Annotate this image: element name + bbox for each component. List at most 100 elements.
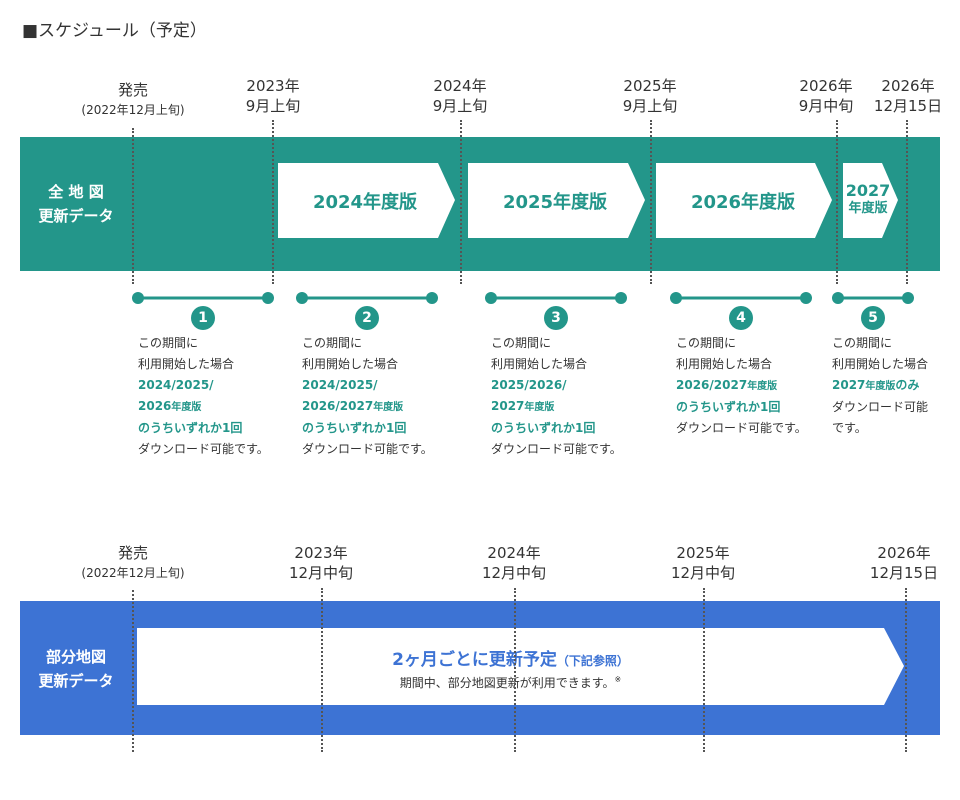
period-text-2: この期間に 利用開始した場合 2024/2025/ 2026/2027年度版 の… [302,333,433,460]
period-highlight: 2026/2027年度版 [676,375,807,397]
version-year: 2027 [845,181,891,200]
period-number-4: 4 [729,306,753,330]
date-line2: 12月15日 [873,97,943,115]
version-suffix: 年度版 [524,402,555,413]
period-highlight: 2024/2025/ [302,378,378,392]
partial-divider-release [132,590,134,752]
version-label-2024: 2024年度版 [312,192,418,213]
partial-map-label: 部分地図 更新データ [20,645,132,693]
partial-update-note: 期間中、部分地図更新が利用できます。※ [137,674,884,691]
period-highlight: 2024/2025/ [138,378,214,392]
version-suffix: 年度版 [747,381,778,392]
partial-update-arrow [137,628,904,705]
full-map-label: 全 地 図 更新データ [20,180,132,228]
date-line2: 9月上旬 [245,97,301,115]
date-line2: 12月中旬 [481,564,547,582]
full-divider-2026-dec [906,120,908,284]
version-suffix: 年度版 [171,402,202,413]
full-date-2026-sep: 2026年 9月中旬 [786,76,866,116]
partial-date-release: 発売 (2022年12月上旬) [68,543,198,583]
version-years: 2027 [491,399,525,413]
full-date-2025: 2025年 9月上旬 [600,76,700,116]
full-date-release: 発売 (2022年12月上旬) [68,80,198,120]
note-text: 期間中、部分地図更新が利用できます。 [399,676,615,690]
version-years: 2027 [832,378,866,392]
period-line: 利用開始した場合 [832,357,929,371]
label-line1: 全 地 図 [48,183,104,201]
period-line: 利用開始した場合 [138,357,235,371]
period-line: 利用開始した場合 [676,357,773,371]
period-text-3: この期間に 利用開始した場合 2025/2026/ 2027年度版 のうちいずれ… [491,333,622,460]
update-reference: （下記参照） [556,654,629,668]
date-line1: 2026年 [881,77,935,95]
full-date-2024: 2024年 9月上旬 [410,76,510,116]
period-text-4: この期間に 利用開始した場合 2026/2027年度版 のうちいずれか1回 ダウ… [676,333,807,439]
partial-date-2025: 2025年 12月中旬 [653,543,753,583]
date-line1: 発売 [117,81,148,99]
date-line1: 2026年 [877,544,931,562]
period-number-3: 3 [544,306,568,330]
period-line: この期間に [302,336,363,350]
period-line: この期間に [676,336,737,350]
partial-date-2023: 2023年 12月中旬 [271,543,371,583]
period-line: 利用開始した場合 [491,357,588,371]
version-label-2027: 2027 年度版 [840,182,896,218]
period-highlight: のうちいずれか1回 [491,421,596,435]
date-line1: 2026年 [799,77,853,95]
period-highlight: のうちいずれか1回 [138,421,243,435]
note-mark: ※ [614,675,622,684]
period-line: ダウンロード可能です。 [491,442,622,456]
period-line: ダウンロード可能です。 [676,421,807,435]
version-only: のみ [895,378,920,392]
version-label-2026: 2026年度版 [690,192,796,213]
update-frequency: 2ヶ月ごとに更新予定 [392,650,557,670]
period-bar-4-end [800,292,812,304]
partial-divider-2025 [703,588,705,752]
period-bar-5-start [832,292,844,304]
period-highlight: のうちいずれか1回 [676,400,781,414]
date-line2: 12月中旬 [670,564,736,582]
period-bar-3-end [615,292,627,304]
period-line: この期間に [491,336,552,350]
period-line: 利用開始した場合 [302,357,399,371]
version-arrow-2025 [468,163,645,238]
label-line2: 更新データ [38,207,114,225]
version-years: 2026/2027 [302,399,374,413]
full-divider-2026-sep [836,120,838,284]
date-line1: 2024年 [487,544,541,562]
date-line2: 12月15日 [869,564,939,582]
full-divider-2023 [272,120,274,284]
version-suffix: 年度版 [848,201,888,216]
version-years: 2026/2027 [676,378,748,392]
partial-date-2026: 2026年 12月15日 [858,543,950,583]
partial-date-2024: 2024年 12月中旬 [464,543,564,583]
period-bar-2-start [296,292,308,304]
label-line2: 更新データ [38,672,114,690]
period-bar-3-start [485,292,497,304]
version-suffix: 年度版 [865,381,896,392]
date-line1: 2025年 [623,77,677,95]
period-highlight: のうちいずれか1回 [302,421,407,435]
period-number-5: 5 [861,306,885,330]
period-line: この期間に [138,336,199,350]
period-highlight: 2026/2027年度版 [302,396,433,418]
version-suffix: 年度版 [373,402,404,413]
period-line: ダウンロード可能です。 [138,442,269,456]
period-highlight: 2026年度版 [138,396,269,418]
full-date-2026-dec: 2026年 12月15日 [866,76,950,116]
version-arrow-2026 [656,163,832,238]
period-highlight: 2027年度版のみ [832,375,928,397]
period-highlight: 2025/2026/ [491,378,567,392]
date-line1: 2025年 [676,544,730,562]
period-line: ダウンロード可能です。 [302,442,433,456]
period-text-5: この期間に 利用開始した場合 2027年度版のみ ダウンロード可能 です。 [832,333,928,439]
date-line1: 2024年 [433,77,487,95]
partial-divider-2023 [321,588,323,752]
full-date-2023: 2023年 9月上旬 [223,76,323,116]
full-divider-release [132,128,134,284]
period-line: この期間に [832,336,893,350]
full-divider-2025 [650,120,652,284]
date-line2: 9月上旬 [622,97,678,115]
